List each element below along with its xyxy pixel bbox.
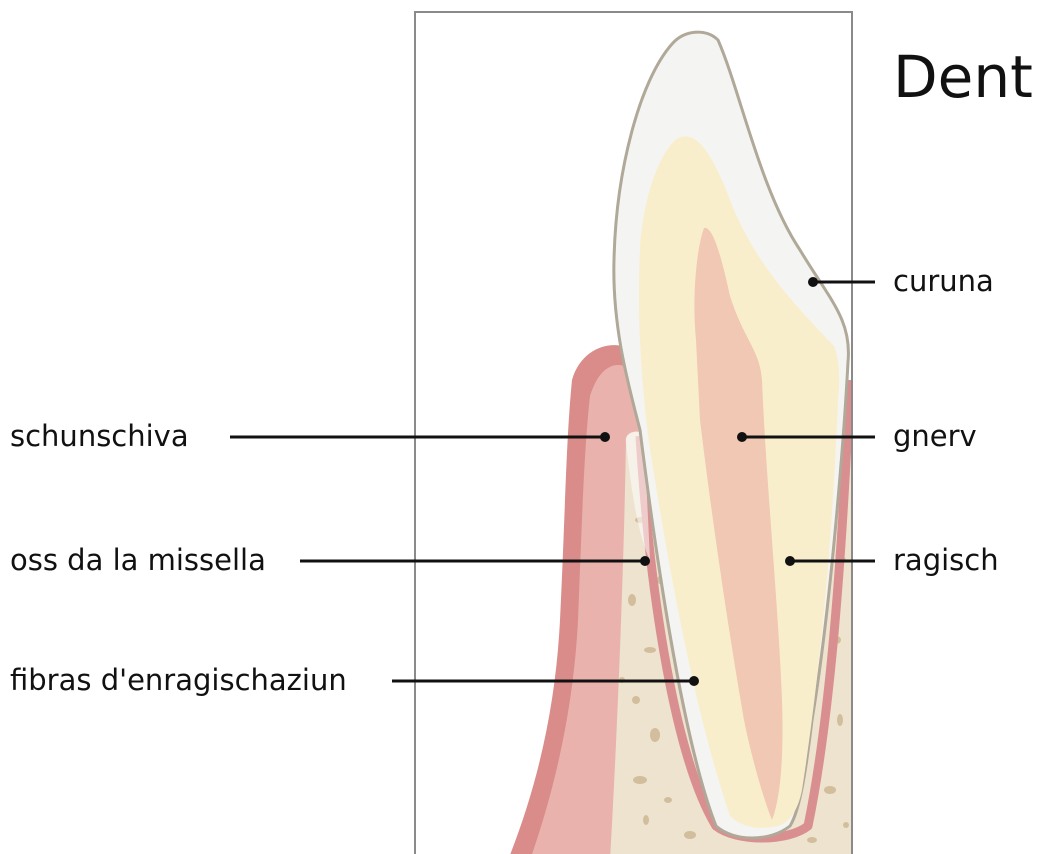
root-dot	[785, 556, 795, 566]
nerve-dot	[737, 432, 747, 442]
label-gum: schunschiva	[10, 422, 189, 451]
label-root: ragisch	[893, 546, 999, 575]
jaw-bone-dot	[640, 556, 650, 566]
crown-dot	[808, 277, 818, 287]
diagram-title: Dent	[893, 48, 1033, 106]
label-fibers: fibras d'enragischaziun	[10, 666, 347, 695]
gum-dot	[600, 432, 610, 442]
fibers-dot	[689, 676, 699, 686]
label-jaw-bone: oss da la missella	[10, 546, 266, 575]
label-nerve: gnerv	[893, 422, 977, 451]
label-crown: curuna	[893, 267, 994, 296]
